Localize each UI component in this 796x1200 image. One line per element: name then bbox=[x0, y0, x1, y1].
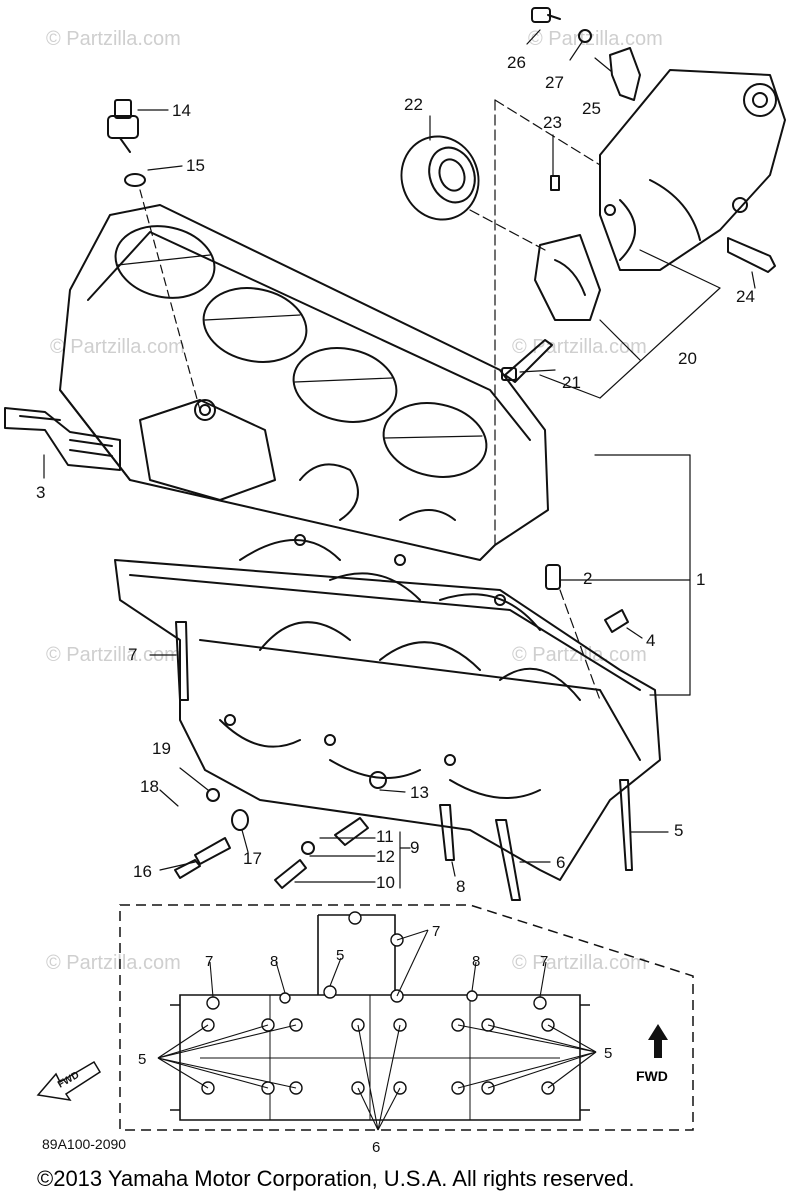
part-27-washer bbox=[578, 29, 592, 43]
callout-6: 6 bbox=[556, 853, 565, 872]
watermark: © Partzilla.com bbox=[512, 644, 647, 666]
inset-label-7: 7 bbox=[432, 923, 440, 940]
callout-5: 5 bbox=[674, 821, 683, 840]
part-2-dowel bbox=[545, 564, 561, 590]
inset-label-5: 5 bbox=[604, 1045, 612, 1062]
part-13-nut bbox=[369, 771, 387, 789]
inset-label-7: 7 bbox=[205, 953, 213, 970]
inset-bottom-view: 7 8 5 7 8 7 5 5 6 FWD bbox=[36, 904, 694, 1156]
watermark: © Partzilla.com bbox=[50, 336, 185, 358]
inset-label-6: 6 bbox=[372, 1139, 380, 1156]
inset-label-5: 5 bbox=[138, 1051, 146, 1068]
callout-8: 8 bbox=[456, 877, 465, 896]
callout-10: 10 bbox=[376, 873, 395, 892]
leader-lines bbox=[43, 29, 756, 889]
diagram-code: 89A100-2090 bbox=[42, 1136, 127, 1152]
watermark: © Partzilla.com bbox=[528, 28, 663, 50]
inset-label-7: 7 bbox=[540, 953, 548, 970]
part-3-plate bbox=[4, 407, 121, 471]
part-25-bracket bbox=[609, 47, 641, 101]
callout-1: 1 bbox=[696, 570, 705, 589]
part-5-bolt bbox=[619, 779, 633, 871]
callout-15: 15 bbox=[186, 156, 205, 175]
inset-label-5: 5 bbox=[336, 947, 344, 964]
part-16-bolt bbox=[194, 837, 231, 865]
callout-13: 13 bbox=[410, 783, 429, 802]
watermark: © Partzilla.com bbox=[512, 952, 647, 974]
callout-24: 24 bbox=[736, 287, 755, 306]
callout-17: 17 bbox=[243, 849, 262, 868]
callout-26: 26 bbox=[507, 53, 526, 72]
part-18-bolt bbox=[174, 859, 201, 879]
callout-23: 23 bbox=[543, 113, 562, 132]
callout-3: 3 bbox=[36, 483, 45, 502]
part-24-bolt bbox=[727, 237, 776, 273]
upper-crankcase bbox=[59, 204, 549, 561]
fwd-badge-arrow-icon: FWD bbox=[36, 1060, 102, 1102]
callout-2: 2 bbox=[583, 569, 592, 588]
part-22-bearing bbox=[400, 135, 480, 221]
part-14-plug bbox=[107, 99, 139, 153]
part-20-bearing-cap bbox=[534, 234, 601, 321]
part-19-washer bbox=[206, 788, 220, 802]
callout-25: 25 bbox=[582, 99, 601, 118]
callout-11: 11 bbox=[376, 827, 394, 846]
callout-21: 21 bbox=[562, 373, 581, 392]
part-17-washer bbox=[231, 809, 249, 831]
callout-9: 9 bbox=[410, 838, 419, 857]
fwd-direction-label: FWD bbox=[636, 1068, 668, 1084]
inset-label-8: 8 bbox=[472, 953, 480, 970]
copyright-notice: ©2013 Yamaha Motor Corporation, U.S.A. A… bbox=[37, 1166, 635, 1191]
part-9-10-11-12-fittings bbox=[274, 817, 369, 889]
callout-7: 7 bbox=[128, 645, 137, 664]
watermark: © Partzilla.com bbox=[46, 952, 181, 974]
callout-12: 12 bbox=[376, 847, 395, 866]
callout-22: 22 bbox=[404, 95, 423, 114]
part-23-pin bbox=[550, 175, 560, 191]
watermark: © Partzilla.com bbox=[46, 644, 181, 666]
part-7-bolt bbox=[175, 621, 189, 701]
callout-16: 16 bbox=[133, 862, 152, 881]
callout-4: 4 bbox=[646, 631, 655, 650]
part-15-washer bbox=[124, 173, 146, 187]
part-4-plug bbox=[604, 609, 629, 633]
callout-27: 27 bbox=[545, 73, 564, 92]
part-6-bolt bbox=[495, 819, 521, 901]
callout-19: 19 bbox=[152, 739, 171, 758]
crankcase-cover bbox=[599, 69, 786, 271]
part-21-bolt bbox=[501, 339, 553, 383]
inset-label-8: 8 bbox=[270, 953, 278, 970]
callout-18: 18 bbox=[140, 777, 159, 796]
callout-14: 14 bbox=[172, 101, 191, 120]
watermark: © Partzilla.com bbox=[46, 28, 181, 50]
part-8-bolt bbox=[439, 804, 455, 861]
fwd-up-arrow-icon bbox=[648, 1024, 668, 1058]
lower-crankcase bbox=[114, 534, 661, 881]
callout-labels: 1 2 3 4 5 6 7 8 9 10 11 12 13 14 15 16 1… bbox=[36, 53, 755, 896]
callout-20: 20 bbox=[678, 349, 697, 368]
part-26-bolt bbox=[531, 7, 561, 23]
